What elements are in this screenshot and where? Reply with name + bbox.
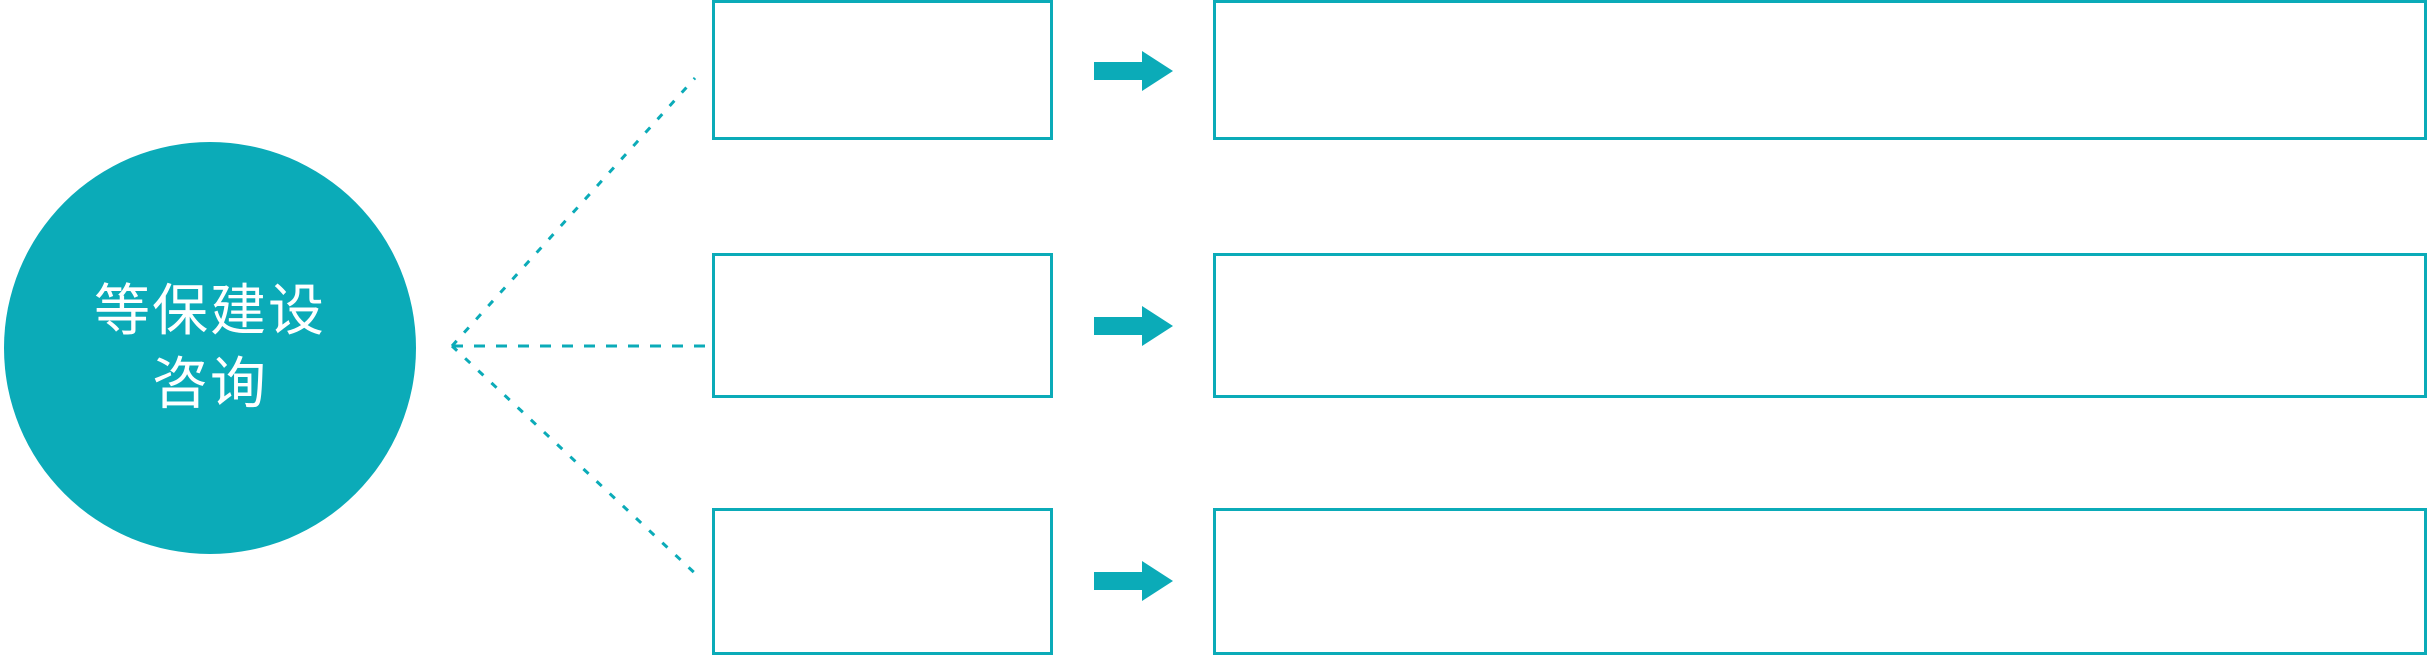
hub-label-line-2: 咨询	[152, 352, 268, 415]
stage-box-right-1[interactable]	[1213, 0, 2427, 140]
stage-box-left-2[interactable]	[712, 253, 1053, 398]
stage-box-left-3[interactable]	[712, 508, 1053, 655]
stage-box-right-3[interactable]	[1213, 508, 2427, 655]
arrow-right-icon	[1094, 561, 1173, 601]
stage-box-left-1[interactable]	[712, 0, 1053, 140]
hub-label-line-1: 等保建设	[94, 279, 326, 343]
arrow-right-icon	[1094, 306, 1173, 346]
arrow-right-icon	[1094, 51, 1173, 91]
hub-circle[interactable]: 等保建设 咨询	[4, 142, 416, 554]
connector-line-top	[450, 76, 697, 348]
connector-line-bottom	[450, 344, 702, 580]
stage-box-right-2[interactable]	[1213, 253, 2427, 398]
